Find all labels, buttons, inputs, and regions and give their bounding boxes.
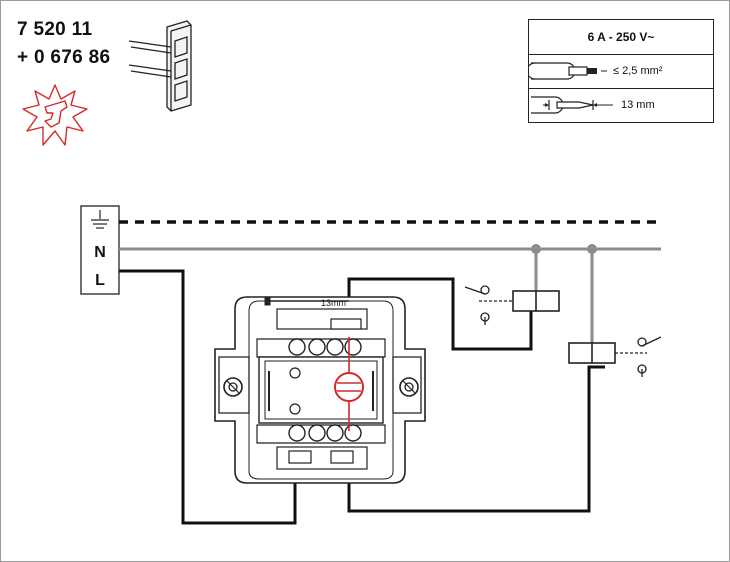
earth-icon — [91, 210, 109, 229]
supply-terminal-block: N L — [80, 205, 120, 295]
push-button-mechanism: 13mm — [214, 296, 426, 484]
cable-end-icon — [529, 62, 607, 80]
spark-logo-icon — [22, 84, 88, 146]
relay-coil-2 — [568, 342, 616, 364]
strip-length-icon — [531, 96, 613, 114]
load-wire-upper — [347, 277, 533, 351]
spec-cable-row: ≤ 2,5 mm² — [529, 54, 713, 89]
neutral-junction-2 — [587, 244, 597, 254]
line-wire — [119, 269, 297, 525]
product-code-main: 7 520 11 — [17, 19, 93, 40]
spec-rating: 6 A - 250 V~ — [529, 20, 713, 55]
spec-cable-section: ≤ 2,5 mm² — [613, 65, 663, 77]
spec-strip-row: 13 mm — [529, 88, 713, 122]
spec-strip-length: 13 mm — [621, 99, 655, 111]
neutral-junction-1 — [531, 244, 541, 254]
indicator-lamp-icon — [334, 372, 364, 402]
clip-accessory-icon — [128, 20, 192, 112]
load-wire-lower — [347, 365, 605, 513]
spec-box: 6 A - 250 V~ ≤ 2,5 mm² 13 mm — [528, 19, 714, 123]
line-label: L — [95, 272, 105, 289]
relay-contact-1 — [464, 285, 513, 325]
relay-coil-1 — [512, 290, 560, 312]
neutral-label: N — [94, 244, 106, 261]
strip-gauge-label: 13mm — [321, 298, 346, 308]
header-graphics — [22, 20, 192, 146]
product-code-accessory: + 0 676 86 — [17, 47, 111, 68]
relay-contact-2 — [615, 336, 662, 377]
